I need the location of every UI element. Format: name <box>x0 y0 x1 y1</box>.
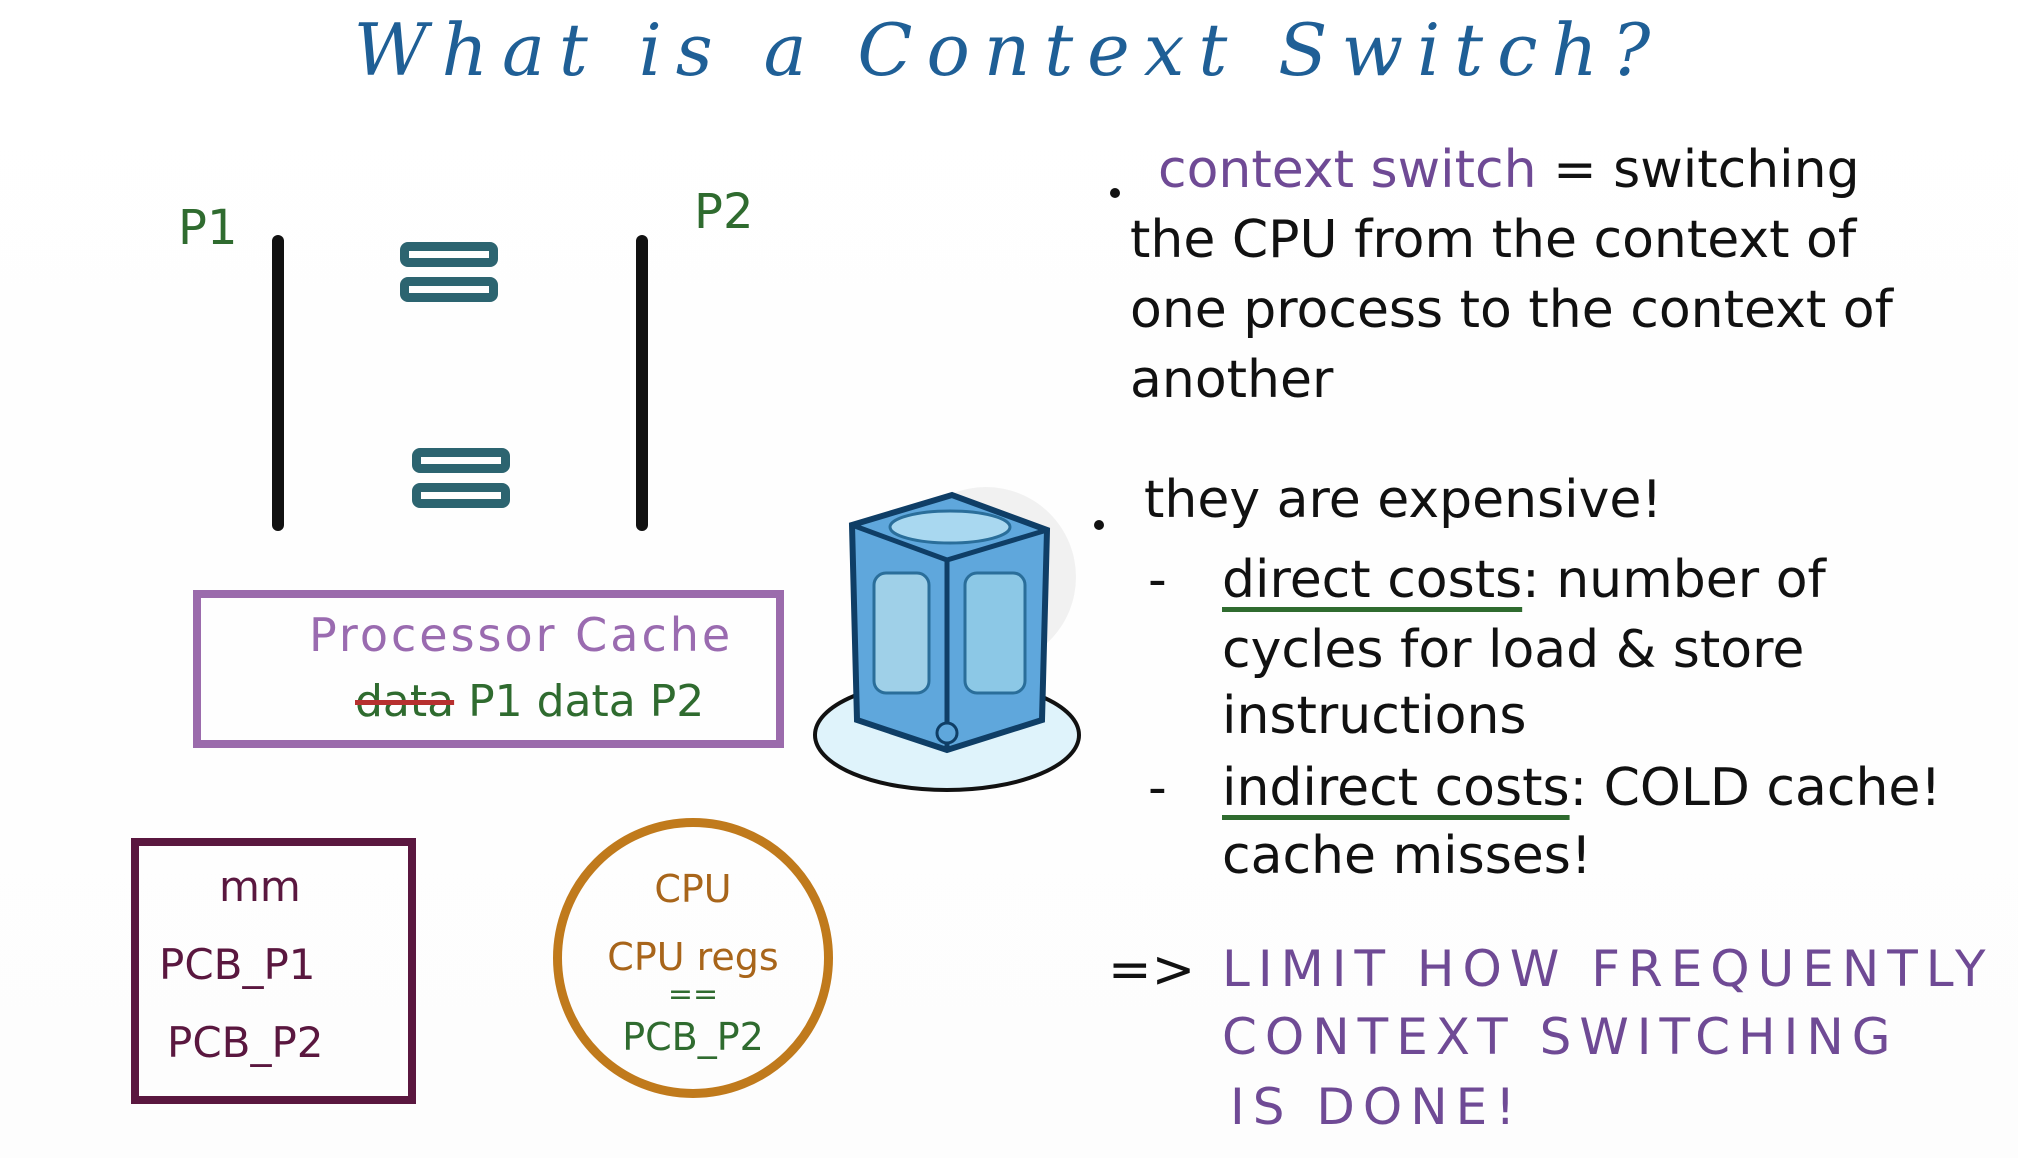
cpu-label: CPU <box>654 867 732 911</box>
note-context-switch: context switch = switching <box>1158 140 1860 200</box>
execution-bar <box>412 483 510 508</box>
execution-bar <box>400 277 498 302</box>
note-direct-line-3: instructions <box>1222 686 1527 746</box>
direct-costs-rest: : number of <box>1522 550 1826 610</box>
processor-cache-title: Processor Cache <box>309 608 734 662</box>
p1-label: P1 <box>178 200 238 256</box>
p2-label: P2 <box>694 184 754 240</box>
note-line-2: the CPU from the context of <box>1130 210 1857 270</box>
conclusion-line-3: IS DONE! <box>1230 1078 1524 1136</box>
note-indirect-line-2: cache misses! <box>1222 826 1592 886</box>
cpu-regs-label: CPU regs <box>607 935 779 979</box>
note-direct-line-2: cycles for load & store <box>1222 620 1805 680</box>
p1-execution-block <box>400 242 498 312</box>
dash-marker: - <box>1148 550 1167 610</box>
execution-bar <box>412 448 510 473</box>
context-switch-term: context switch <box>1158 140 1537 200</box>
p2-timeline <box>636 235 648 531</box>
struck-data-text: data <box>355 676 455 727</box>
cpu-circle: CPU CPU regs == PCB_P2 <box>553 818 833 1098</box>
main-memory-box: mm PCB_P1 PCB_P2 <box>131 838 416 1104</box>
ice-cube-icon <box>813 491 1081 792</box>
note-direct-costs: direct costs: number of <box>1222 550 1826 610</box>
conclusion-line-1: LIMIT HOW FREQUENTLY <box>1222 940 1994 998</box>
note-line-3: one process to the context of <box>1130 280 1893 340</box>
indirect-costs-term: indirect costs <box>1222 758 1570 818</box>
context-switch-definition: = switching <box>1553 140 1860 200</box>
note-indirect-costs: indirect costs: COLD cache! <box>1222 758 1941 818</box>
pcb-p1-label: PCB_P1 <box>159 940 316 989</box>
cpu-equals-label: == <box>667 977 719 1012</box>
p2-execution-block <box>412 448 510 518</box>
processor-cache-data: data P1 data P2 <box>355 676 704 727</box>
note-line-4: another <box>1130 350 1334 410</box>
direct-costs-term: direct costs <box>1222 550 1523 610</box>
cache-data-text: P1 data P2 <box>468 676 705 727</box>
note-expensive: they are expensive! <box>1144 470 1663 530</box>
page-title: What is a Context Switch? <box>353 8 1665 92</box>
indirect-costs-rest: : COLD cache! <box>1569 758 1942 818</box>
memory-label: mm <box>219 862 301 911</box>
bullet-dot <box>1094 520 1104 530</box>
dash-marker: - <box>1148 758 1167 818</box>
processor-cache-box: Processor Cache data P1 data P2 <box>193 590 784 748</box>
conclusion-line-2: CONTEXT SWITCHING <box>1222 1008 1899 1066</box>
p1-timeline <box>272 235 284 531</box>
execution-bar <box>400 242 498 267</box>
implies-arrow: => <box>1108 940 1196 1000</box>
pcb-p2-label: PCB_P2 <box>167 1018 324 1067</box>
cpu-pcb-label: PCB_P2 <box>622 1015 764 1059</box>
bullet-dot <box>1110 188 1120 198</box>
